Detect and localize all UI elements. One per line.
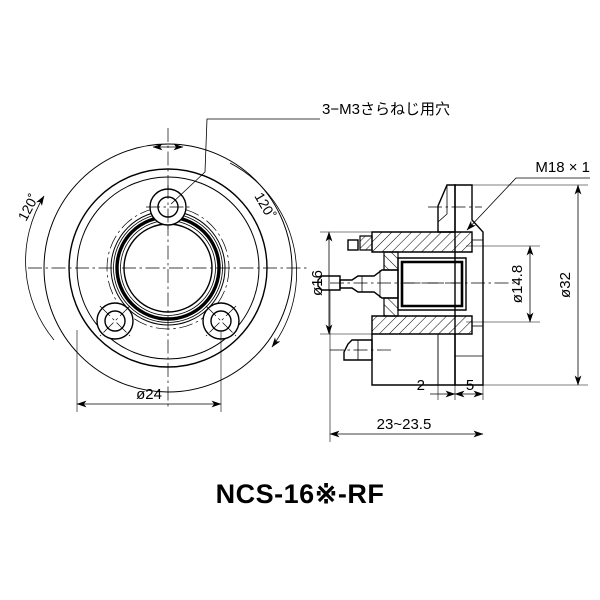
screw-hole-label: 3−M3さらねじ用穴 bbox=[322, 101, 450, 118]
contact-pin-assembly bbox=[339, 269, 399, 299]
detail-square-notch bbox=[347, 239, 359, 251]
dimension-label-segment-2: 2 bbox=[417, 377, 425, 394]
dimension-label-diameter-32: ø32 bbox=[557, 272, 574, 298]
bolt-circle-dimension bbox=[76, 330, 222, 412]
flange-inner-step-circle bbox=[76, 176, 260, 360]
dimension-diameter-14-8 bbox=[466, 245, 540, 323]
detail-block-upper bbox=[359, 235, 373, 251]
shell-bottom-wall-section bbox=[371, 315, 473, 335]
side-section-view bbox=[317, 177, 590, 442]
bolt-circle-dimension-label: ø24 bbox=[136, 386, 162, 403]
angle-arc-left bbox=[25, 195, 55, 341]
mounting-lug-inner-edge bbox=[437, 185, 448, 223]
dimension-diameter-32 bbox=[470, 184, 588, 386]
screw-hole-leader bbox=[170, 118, 320, 205]
mounting-lug-outline bbox=[437, 184, 456, 233]
flange-body-circle bbox=[68, 168, 268, 368]
front-view bbox=[25, 118, 320, 412]
flange-plate-outline bbox=[454, 184, 484, 386]
dimension-segment-5 bbox=[454, 232, 484, 400]
dimension-diameter-16 bbox=[320, 231, 378, 335]
screw-hole-top bbox=[146, 185, 190, 229]
dimension-label-diameter-16: ø16 bbox=[309, 270, 326, 296]
dimension-label-overall: 23~23.5 bbox=[377, 416, 432, 433]
dimension-label-diameter-14-8: ø14.8 bbox=[509, 265, 526, 303]
collar-upper-section bbox=[383, 251, 399, 271]
angle-label-right: 120˚ bbox=[251, 190, 279, 222]
angle-arc-right bbox=[229, 162, 297, 348]
shell-skirt-outline bbox=[371, 334, 456, 386]
insulator-inner-cavity bbox=[400, 260, 464, 308]
shell-top-wall-section bbox=[371, 231, 473, 253]
dimension-overall-length bbox=[329, 290, 484, 442]
dimension-label-segment-5: 5 bbox=[466, 377, 474, 394]
thread-label: M18 × 1 bbox=[535, 159, 590, 176]
screw-hole-lower-left bbox=[96, 302, 134, 340]
dimension-segment-2 bbox=[430, 334, 456, 400]
solder-terminal-upper bbox=[317, 275, 341, 291]
insulator-body-outline bbox=[397, 257, 467, 311]
part-designation: NCS-16※-RF bbox=[216, 479, 385, 509]
collar-lower-section bbox=[383, 297, 399, 317]
thread-leader bbox=[466, 177, 590, 231]
